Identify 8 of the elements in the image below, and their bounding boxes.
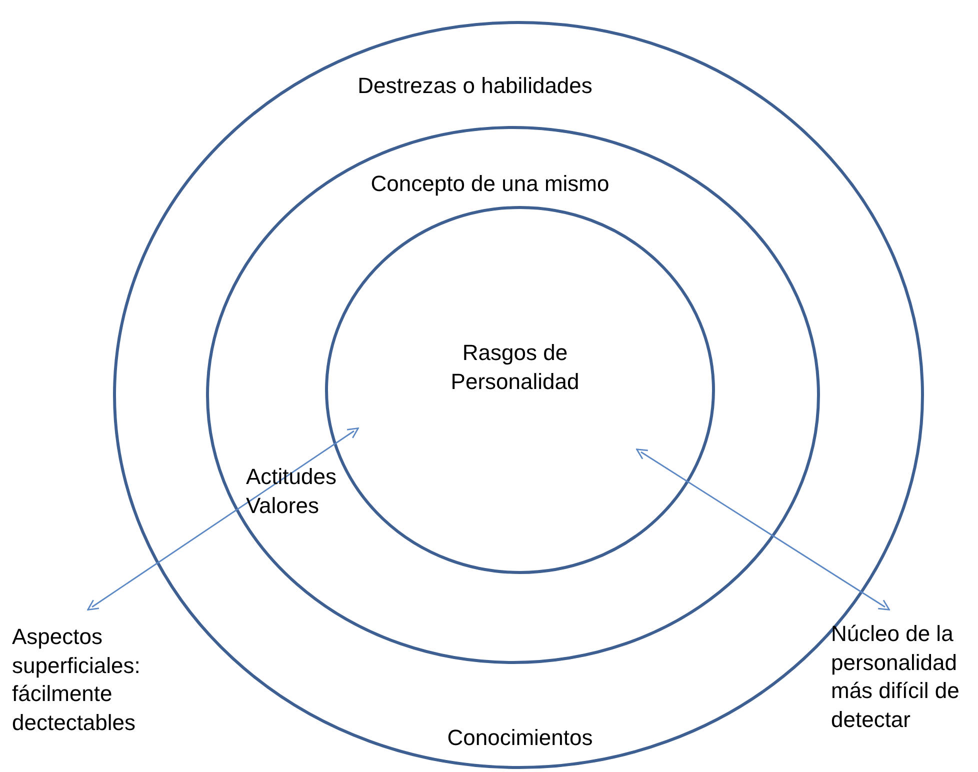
- ring-label: Conocimientos: [446, 724, 594, 752]
- note-text: Aspectos superficiales: fácilmente dectectables: [12, 623, 142, 737]
- ring-label: Rasgos de Personalidad: [450, 339, 580, 396]
- note-text: Núcleo de la personalidad más difícil de detectar: [831, 620, 960, 734]
- ring-label: Destrezas o habilidades: [356, 72, 594, 100]
- double-arrow: [87, 428, 359, 610]
- ring-label: Concepto de una mismo: [370, 170, 610, 198]
- double-arrow: [636, 448, 890, 610]
